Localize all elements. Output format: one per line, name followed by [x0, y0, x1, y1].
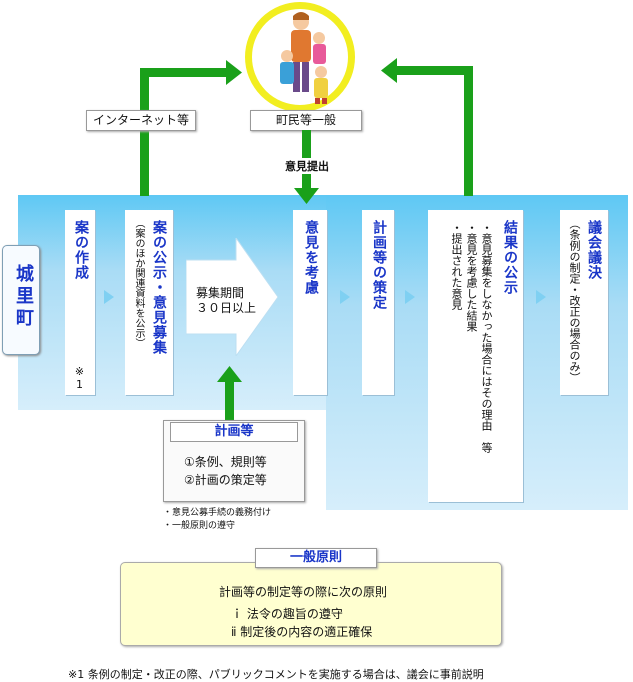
- plan-box-item-1: ①条例、規則等: [184, 455, 267, 469]
- step-result-item-1: ・意見募集をしなかった場合にはその理由 等: [480, 222, 493, 453]
- step-draft: 案の作成 ※1: [65, 210, 95, 395]
- internet-arrow-vertical: [140, 68, 149, 196]
- plan-box: 計画等 ①条例、規則等 ②計画の策定等: [163, 420, 305, 502]
- step-result-item-3: ・提出された意見: [450, 222, 463, 310]
- principles-box: 計画等の制定等の際に次の原則 ｉ 法令の趣旨の遵守 ⅱ 制定後の内容の適正確保: [120, 562, 502, 646]
- step-publish-sub: （案のほか関連資料を公示）: [133, 218, 144, 348]
- plan-note-1: ・意見公募手続の義務付け: [163, 508, 272, 518]
- step-consider-label: 意見を考慮: [303, 220, 319, 295]
- internet-arrow-horizontal: [140, 68, 228, 77]
- return-arrow-vertical: [464, 66, 473, 196]
- step-plan: 計画等の策定: [362, 210, 394, 395]
- step-draft-label: 案の作成: [73, 220, 89, 280]
- return-arrow-horizontal: [395, 66, 473, 75]
- town-label: 城里町: [13, 264, 34, 330]
- step-council: 議会議決 （条例の制定・改正の場合のみ）: [560, 210, 608, 395]
- flow-arrow-3: [405, 290, 415, 304]
- principles-item-1: ｉ 法令の趣旨の遵守: [231, 607, 343, 621]
- step-council-sub: （条例の制定・改正の場合のみ）: [568, 218, 581, 383]
- step-result-title: 結果の公示: [502, 220, 518, 295]
- principles-title: 一般原則: [255, 548, 377, 568]
- flow-arrow-2: [340, 290, 350, 304]
- plan-note-2: ・一般原則の遵守: [163, 521, 236, 531]
- plan-arrow-shaft: [225, 380, 234, 420]
- step-publish-title: 案の公示・意見募集: [151, 220, 167, 355]
- flow-arrow-4: [536, 290, 546, 304]
- period-label-1: 募集期間: [196, 286, 245, 300]
- step-result-item-2: ・意見を考慮した結果: [465, 222, 478, 332]
- internet-arrow-head: [226, 60, 242, 85]
- period-arrow: [186, 238, 278, 356]
- opinion-submit-label: 意見提出: [281, 158, 333, 174]
- step-consider: 意見を考慮: [293, 210, 327, 395]
- opinion-arrow-head: [294, 188, 319, 204]
- return-arrow-head: [381, 58, 397, 83]
- step-plan-label: 計画等の策定: [371, 220, 387, 310]
- internet-label: インターネット等: [86, 110, 196, 131]
- step-draft-note: ※1: [73, 365, 86, 391]
- period-label-2: ３０日以上: [196, 301, 257, 315]
- step-result: 結果の公示 ・意見募集をしなかった場合にはその理由 等 ・意見を考慮した結果 ・…: [428, 210, 523, 502]
- footnote: ※1 条例の制定・改正の際、パブリックコメントを実施する場合は、議会に事前説明: [68, 668, 484, 681]
- flow-arrow-1: [104, 290, 114, 304]
- principles-lead: 計画等の制定等の際に次の原則: [219, 585, 388, 599]
- public-label: 町民等一般: [250, 110, 362, 131]
- principles-item-2: ⅱ 制定後の内容の適正確保: [231, 625, 373, 639]
- plan-box-title: 計画等: [170, 422, 298, 442]
- plan-arrow-head: [217, 366, 242, 382]
- step-council-title: 議会議決: [586, 220, 602, 280]
- plan-box-item-2: ②計画の策定等: [184, 473, 267, 487]
- family-icon: [280, 12, 328, 104]
- step-publish: 案の公示・意見募集 （案のほか関連資料を公示）: [125, 210, 173, 395]
- town-label-box: 城里町: [2, 245, 40, 355]
